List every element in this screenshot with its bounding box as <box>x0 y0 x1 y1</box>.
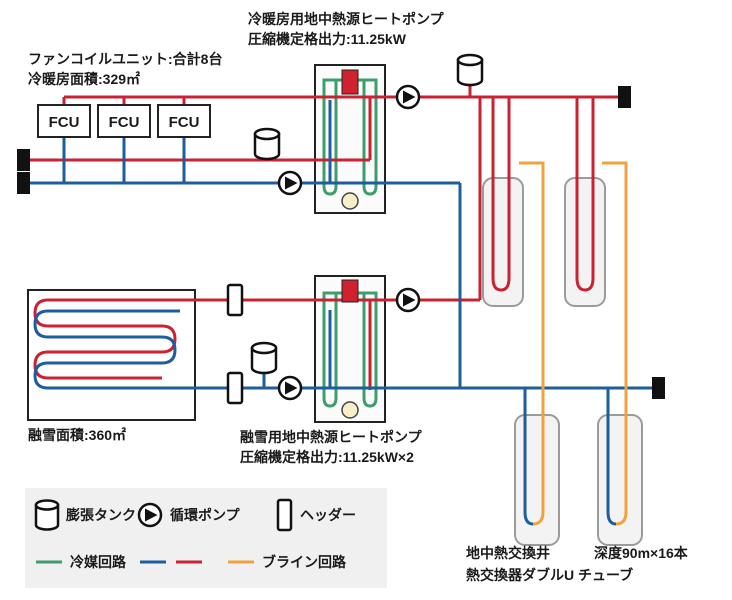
fcu-unit-3 <box>157 104 211 138</box>
legend-box <box>25 488 387 588</box>
wells-name-label: 地中熱交換井 <box>466 545 550 561</box>
borehole-well-4 <box>597 414 643 546</box>
header-terminal-right-bottom <box>652 377 665 399</box>
circulation-pump-legend-icon <box>137 502 163 528</box>
circulation-pump-icon-3 <box>395 287 421 313</box>
header-terminal-left-bottom <box>17 172 30 194</box>
expansion-valve-icon-hp2 <box>341 401 359 419</box>
borehole-well-2 <box>564 177 606 307</box>
legend-brine-label: ブライン回路 <box>262 554 347 570</box>
fcu-count-label: ファンコイルユニット:合計8台 <box>28 51 222 67</box>
expansion-tank-icon-2 <box>253 127 281 161</box>
hp2-title: 融雪用地中熱源ヒートポンプ <box>240 429 423 445</box>
pipe-red-utube-well1 <box>491 97 511 292</box>
hp1-spec: 圧縮機定格出力:11.25kW <box>248 31 407 47</box>
header-legend-icon <box>276 498 293 532</box>
legend-header-label: ヘッダー <box>300 507 356 523</box>
hp2-spec: 圧縮機定格出力:11.25kW×2 <box>240 449 414 465</box>
borehole-wells <box>482 177 643 546</box>
pipe-blue-well4-leg <box>606 388 617 526</box>
circulation-pump-icon-4 <box>277 375 303 401</box>
fcu-unit-1 <box>37 104 91 138</box>
legend-pump-label: 循環ポンプ <box>170 507 241 523</box>
pipe-brine-well3-leg <box>519 161 545 526</box>
pipe-red-snow-coil <box>33 298 196 380</box>
borehole-well-1 <box>482 177 524 307</box>
brine-pipes <box>519 161 628 526</box>
blue-pipes <box>30 100 652 526</box>
fan-coil-units: FCU FCU FCU <box>37 104 211 138</box>
headers <box>17 86 665 405</box>
pipe-brine-well4-leg <box>602 161 628 526</box>
annotations: 冷暖房用地中熱源ヒートポンプ 圧縮機定格出力:11.25kW ファンコイルユニッ… <box>28 11 689 583</box>
circulation-pumps <box>277 84 421 401</box>
header-icon-1 <box>226 283 244 317</box>
expansion-tanks <box>250 53 484 375</box>
pipe-red-utube-well2 <box>575 97 595 292</box>
pipe-blue-snow-coil <box>33 309 196 390</box>
pipe-refrigerant-hp1-right <box>358 78 378 196</box>
heat-pump-internals <box>341 69 359 419</box>
expansion-tank-legend-icon <box>34 499 60 531</box>
wells-depth-label: 深度90m×16本 <box>594 545 689 561</box>
fcu-unit-2-label: FCU <box>109 114 140 131</box>
legend-tank-label: 膨張タンク <box>66 507 136 523</box>
refrigerant-pipes <box>322 78 378 408</box>
wells-type-label: 熱交換器ダブルU チューブ <box>466 567 633 583</box>
borehole-well-3 <box>514 414 560 546</box>
circulation-pump-icon-1 <box>395 84 421 110</box>
snow-area-label: 融雪面積:360㎡ <box>28 427 126 443</box>
header-terminal-left-top <box>17 149 30 171</box>
fcu-area-label: 冷暖房面積:329㎡ <box>28 71 140 87</box>
fcu-unit-3-label: FCU <box>169 114 200 131</box>
hp1-title: 冷暖房用地中熱源ヒートポンプ <box>248 11 445 27</box>
circulation-pump-icon-2 <box>277 170 303 196</box>
expansion-valve-icon-hp1 <box>341 192 359 210</box>
pipe-refrigerant-hp2-left <box>322 291 342 408</box>
legend: 膨張タンク 循環ポンプ ヘッダー 冷媒回路 ブライン回路 <box>25 488 387 588</box>
pipe-refrigerant-hp2-right <box>358 291 378 408</box>
compressor-icon-hp2 <box>341 279 359 303</box>
header-icon-2 <box>226 371 244 405</box>
pipe-blue-well3-leg <box>523 388 534 526</box>
header-terminal-right-top <box>618 86 631 108</box>
compressor-icon-hp1 <box>341 69 359 95</box>
expansion-tank-icon-1 <box>456 53 484 87</box>
pipe-refrigerant-hp1-left <box>322 78 342 196</box>
expansion-tank-icon-3 <box>250 341 278 375</box>
fcu-unit-1-label: FCU <box>49 114 80 131</box>
legend-refrigerant-label: 冷媒回路 <box>70 554 127 570</box>
fcu-unit-2 <box>97 104 151 138</box>
